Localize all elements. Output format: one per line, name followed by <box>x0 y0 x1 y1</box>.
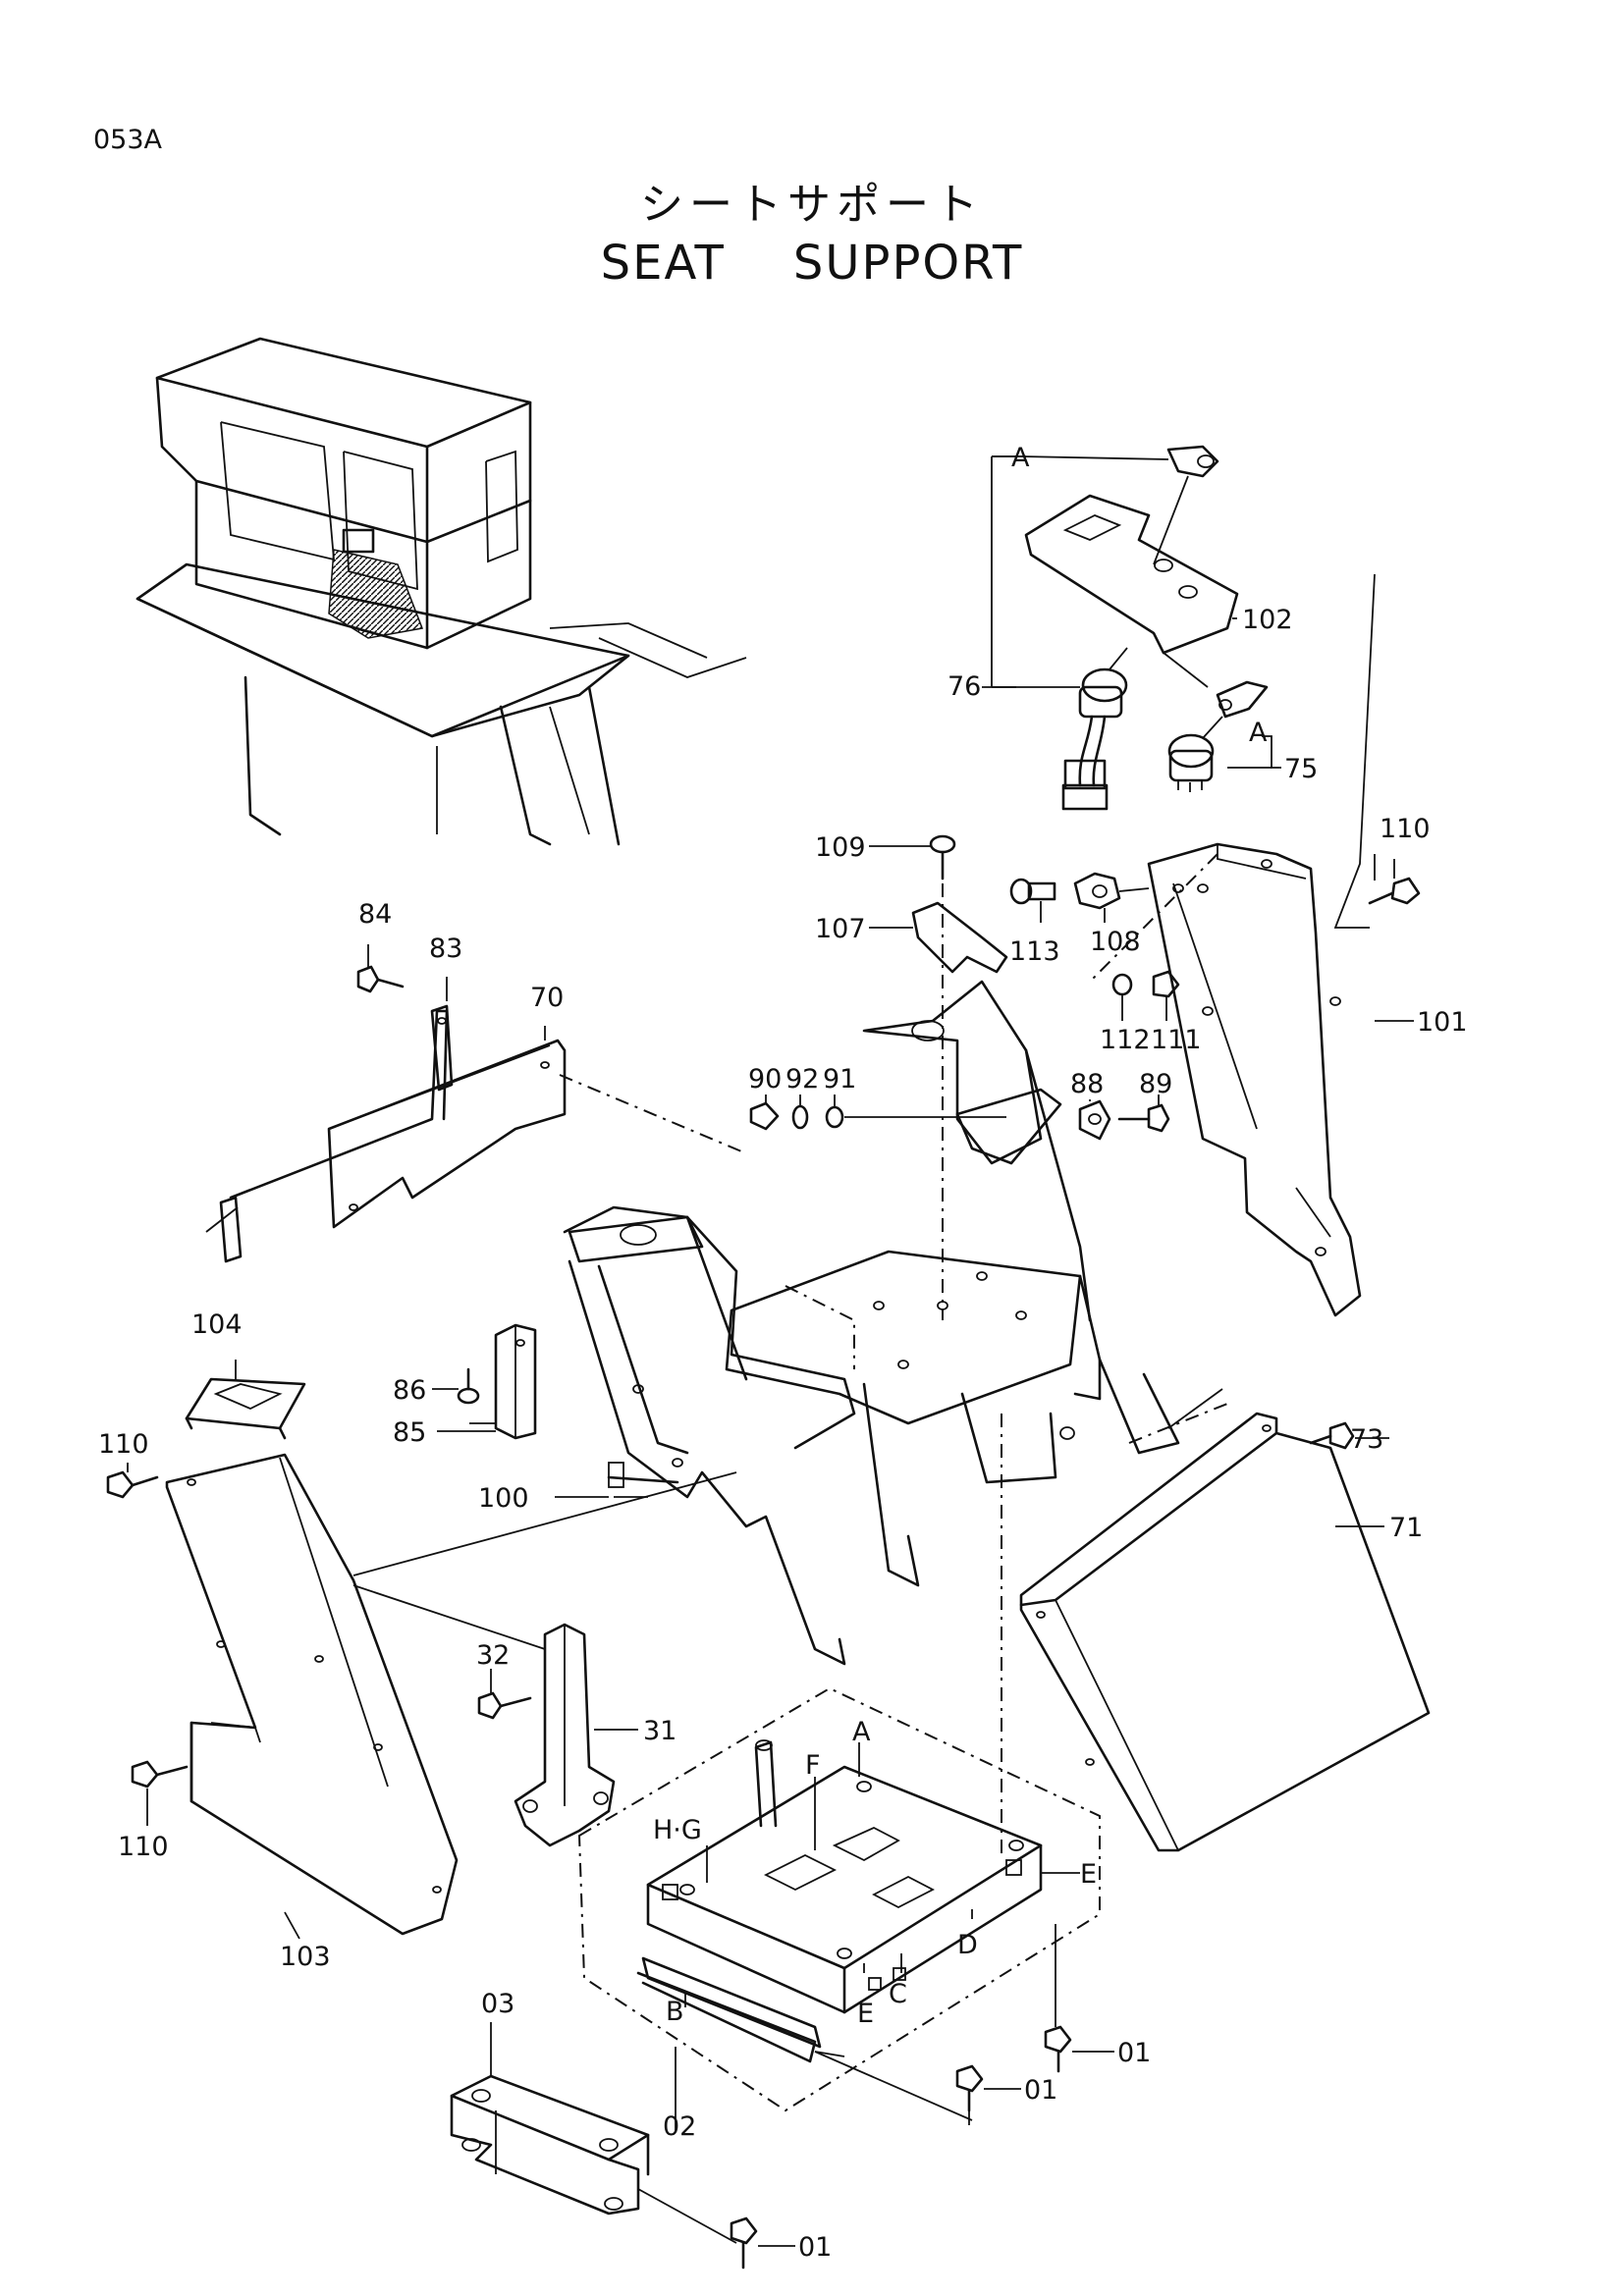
centerline-70 <box>559 1074 747 1154</box>
callout-32: 32 <box>476 1640 510 1671</box>
seat-support-frame-100 <box>563 980 1180 1666</box>
centerline-101 <box>1089 853 1218 983</box>
callout-02: 02 <box>663 2111 696 2142</box>
bolt-73 <box>1309 1421 1355 1450</box>
nut-111 <box>1152 970 1180 1021</box>
leader-lines <box>127 455 1414 2247</box>
tray-104 <box>185 1377 306 1440</box>
callout-91: 91 <box>823 1064 856 1095</box>
callout-110-left-upper: 110 <box>98 1429 149 1460</box>
callout-110-right: 110 <box>1380 814 1431 844</box>
title-english: SEAT SUPPORT <box>0 236 1624 291</box>
callout-76: 76 <box>947 671 981 702</box>
page-code: 053A <box>93 125 163 155</box>
bolt-01-right <box>1044 2025 1072 2073</box>
bracket-88 <box>1078 1099 1111 1141</box>
callout-109: 109 <box>815 832 866 863</box>
switch-bracket-102 <box>992 445 1239 655</box>
cab-overview <box>135 337 747 846</box>
callout-101: 101 <box>1417 1007 1468 1038</box>
callout-113: 113 <box>1009 936 1060 967</box>
bolt-86 <box>432 1367 480 1405</box>
callout-71: 71 <box>1389 1513 1423 1543</box>
housing-103 <box>165 1453 737 1936</box>
callout-01-center: 01 <box>1024 2075 1057 2106</box>
callout-labels: A 102 76 A 75 110 109 107 113 108 112 11… <box>98 443 1468 2263</box>
fastener-stack-90-92-91 <box>749 1101 1006 1131</box>
callout-84: 84 <box>358 899 392 930</box>
callout-112: 112 <box>1100 1025 1151 1055</box>
switch-76 <box>1061 647 1128 811</box>
letter-a-key: A <box>1249 718 1268 748</box>
callout-100: 100 <box>478 1483 529 1514</box>
rod-83 <box>205 1004 454 1263</box>
callout-85: 85 <box>393 1417 426 1448</box>
letter-d: D <box>957 1930 978 1960</box>
callout-88: 88 <box>1070 1069 1104 1099</box>
callout-03: 03 <box>481 1989 514 2019</box>
letter-e-bottom: E <box>857 1999 874 2029</box>
bracket-101 <box>1147 573 1376 1317</box>
bolt-110-right <box>1368 877 1421 905</box>
callout-104: 104 <box>191 1309 243 1340</box>
bolt-113 <box>1009 878 1056 905</box>
bolt-89 <box>1117 1103 1170 1133</box>
bolt-109 <box>869 834 956 881</box>
title-english-word-1: SEAT <box>600 236 726 291</box>
letter-f: F <box>805 1750 821 1781</box>
callout-01-bottom: 01 <box>798 2232 832 2263</box>
title-english-word-2: SUPPORT <box>792 236 1024 291</box>
key-switch-75 <box>1163 652 1269 792</box>
callout-75: 75 <box>1284 754 1318 784</box>
letter-hg: H·G <box>653 1815 702 1845</box>
callout-70: 70 <box>530 983 564 1013</box>
letter-b: B <box>666 1997 684 2027</box>
cover-71 <box>1019 1388 1431 1852</box>
callout-31: 31 <box>643 1716 677 1746</box>
bolt-01-center <box>955 2064 984 2125</box>
callout-103: 103 <box>280 1942 331 1972</box>
title-japanese: シートサポート <box>640 180 984 230</box>
bolt-01-bottom <box>730 2216 758 2269</box>
callout-111: 111 <box>1151 1025 1202 1055</box>
bolt-110-left-lower <box>131 1760 189 1789</box>
bolt-84 <box>356 965 405 993</box>
plate-70 <box>327 1039 567 1229</box>
letter-c: C <box>889 1979 907 2009</box>
bracket-31 <box>352 1584 616 1847</box>
bracket-85 <box>469 1323 537 1440</box>
bracket-107 <box>869 883 1008 1320</box>
callout-89: 89 <box>1139 1069 1172 1099</box>
callout-73: 73 <box>1350 1424 1383 1455</box>
callout-102: 102 <box>1242 605 1293 635</box>
letter-e-right: E <box>1080 1859 1097 1890</box>
bracket-108 <box>1073 872 1150 910</box>
callout-83: 83 <box>429 934 462 964</box>
bolt-110-left-upper <box>106 1470 159 1499</box>
callout-110-left-lower: 110 <box>118 1832 169 1862</box>
callout-86: 86 <box>393 1375 426 1406</box>
seat-suspension-assembly-02 <box>577 1414 1101 2121</box>
base-03 <box>450 2074 737 2244</box>
callout-108: 108 <box>1090 927 1141 957</box>
washer-112 <box>1111 973 1133 1021</box>
bolt-32 <box>477 1691 532 1720</box>
callout-107: 107 <box>815 914 866 944</box>
callout-90: 90 <box>748 1064 782 1095</box>
callout-92: 92 <box>785 1064 819 1095</box>
letter-a-top: A <box>1011 443 1030 473</box>
letter-a-seat: A <box>852 1717 871 1747</box>
callout-01-right: 01 <box>1117 2038 1151 2068</box>
